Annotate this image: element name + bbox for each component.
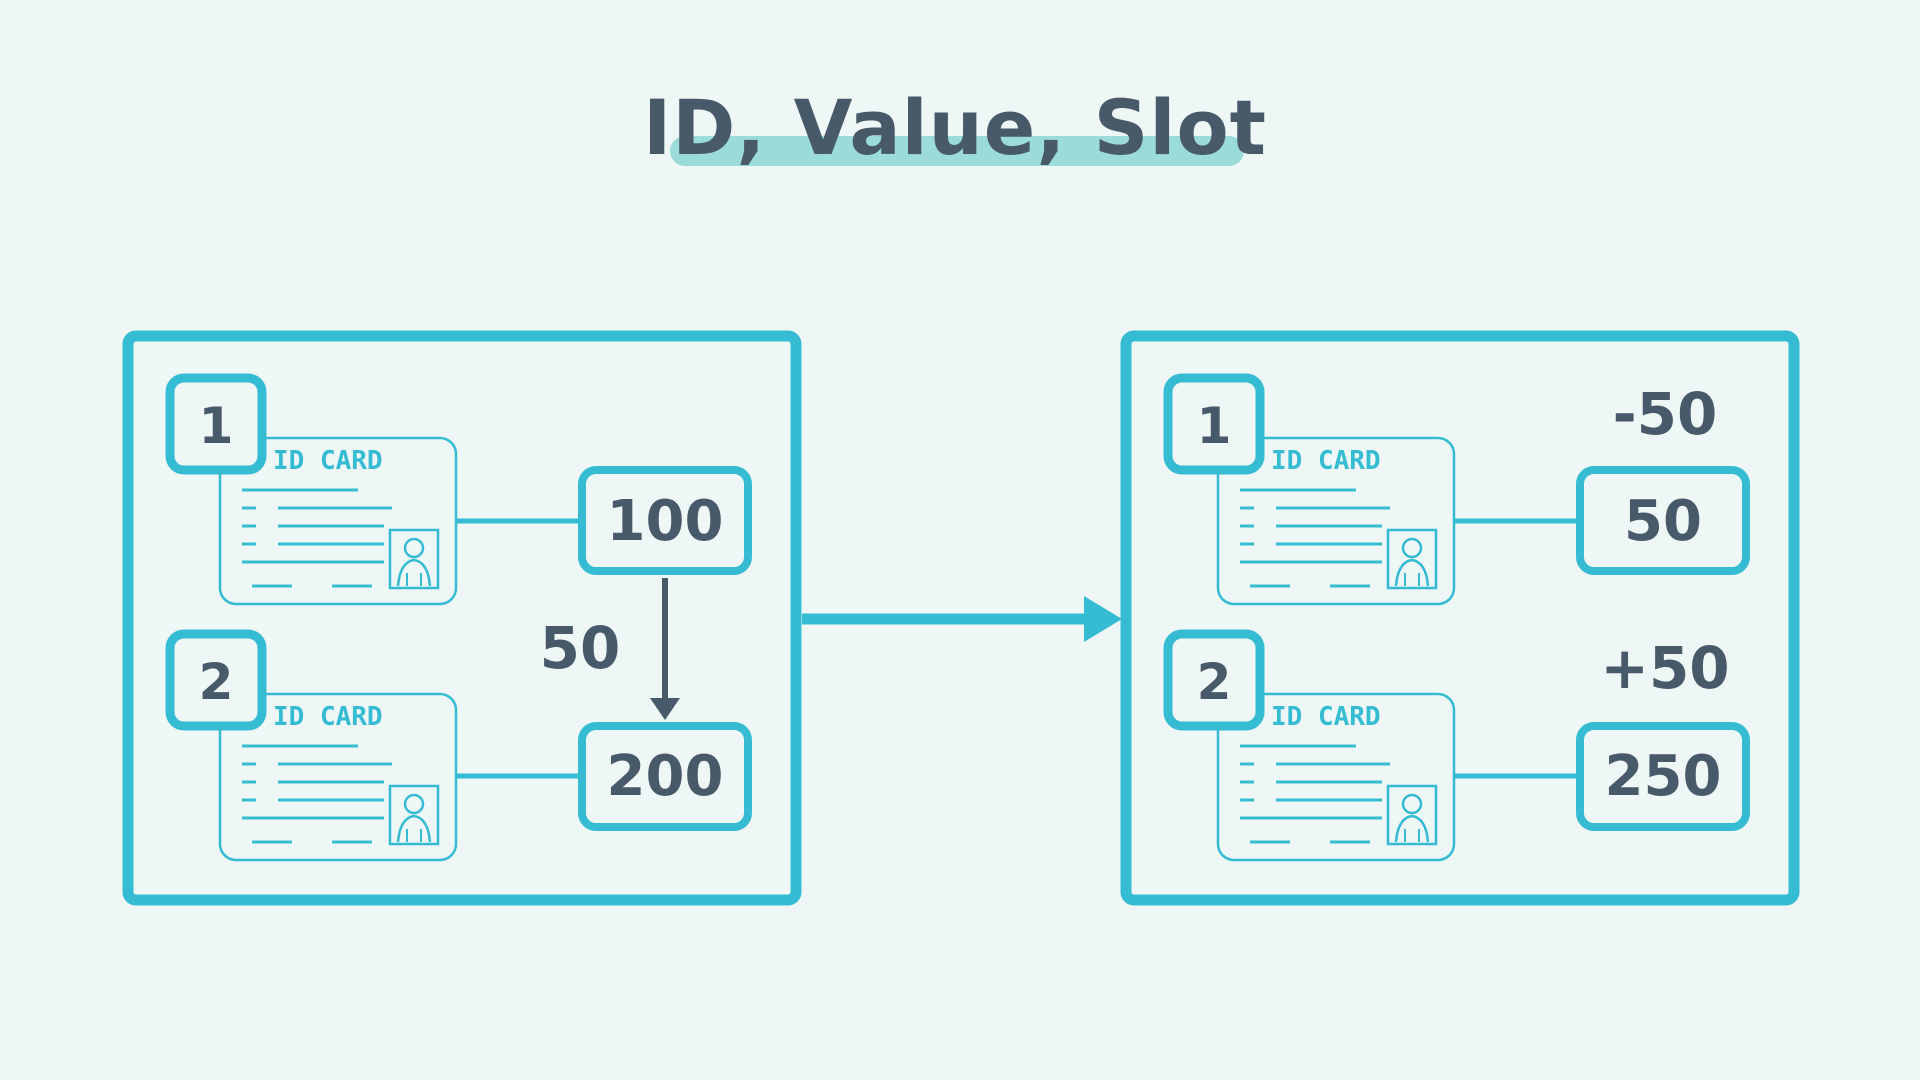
id-number: 1 <box>199 397 234 455</box>
title-highlight <box>670 136 1244 166</box>
id-number: 1 <box>1197 397 1232 455</box>
id-badge <box>1163 373 1265 475</box>
card-label: ID CARD <box>1271 702 1381 732</box>
transfer-arrow-head <box>650 698 680 720</box>
transition-arrow-head <box>1084 596 1122 642</box>
id-badge <box>165 373 267 475</box>
card-2-before: ID CARD 2 <box>165 629 458 862</box>
card-label: ID CARD <box>273 702 383 732</box>
card-2-after: ID CARD 2 <box>1163 629 1456 862</box>
page-title: ID, Value, Slot <box>642 83 1267 172</box>
slot-value: 100 <box>607 489 724 554</box>
value-slot <box>578 466 752 575</box>
id-number: 2 <box>1197 653 1232 711</box>
title-area: ID, Value, Slot <box>0 78 1920 178</box>
value-slot <box>1576 722 1750 831</box>
id-number: 2 <box>199 653 234 711</box>
card-1-before: ID CARD 1 <box>165 373 458 606</box>
slot-value: 50 <box>1624 489 1702 554</box>
value-slot <box>1576 466 1750 575</box>
id-badge <box>165 629 267 731</box>
delta-label: -50 <box>1613 380 1718 448</box>
transfer-amount: 50 <box>540 614 621 682</box>
card-1-after: ID CARD 1 <box>1163 373 1456 606</box>
slot-value: 250 <box>1605 744 1722 809</box>
value-slot <box>578 722 752 831</box>
card-label: ID CARD <box>1271 446 1381 476</box>
slot-value: 200 <box>607 744 724 809</box>
id-badge <box>1163 629 1265 731</box>
delta-label: +50 <box>1600 634 1729 702</box>
card-label: ID CARD <box>273 446 383 476</box>
